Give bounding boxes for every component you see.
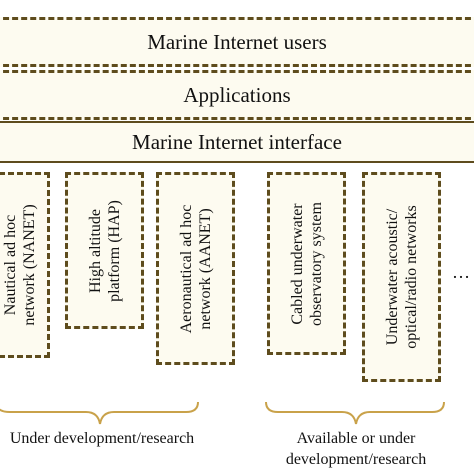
network-box-cabled-observatory: Cabled underwater observatory system xyxy=(267,172,346,355)
layer-marine-internet-interface: Marine Internet interface xyxy=(0,121,474,163)
layer-label-applications: Applications xyxy=(183,82,291,107)
network-box-nanet: Nautical ad hoc network (NANET) xyxy=(0,172,50,358)
more-networks-ellipsis: … xyxy=(452,262,471,282)
layer-marine-internet-users: Marine Internet users xyxy=(0,17,474,67)
network-box-underwater-networks: Underwater acoustic/ optical/radio netwo… xyxy=(362,172,441,382)
layer-label-interface: Marine Internet interface xyxy=(132,129,342,154)
right-group-caption: Available or under development/research xyxy=(285,430,427,468)
layer-label-users: Marine Internet users xyxy=(147,29,327,54)
network-box-aanet: Aeronautical ad hoc network (AANET) xyxy=(156,172,235,365)
network-box-hap: High altitude platform (HAP) xyxy=(65,172,144,329)
left-group-brace xyxy=(0,401,199,425)
layer-applications: Applications xyxy=(0,70,474,120)
right-group-brace xyxy=(265,401,445,425)
left-group-caption: Under development/research xyxy=(9,430,195,447)
